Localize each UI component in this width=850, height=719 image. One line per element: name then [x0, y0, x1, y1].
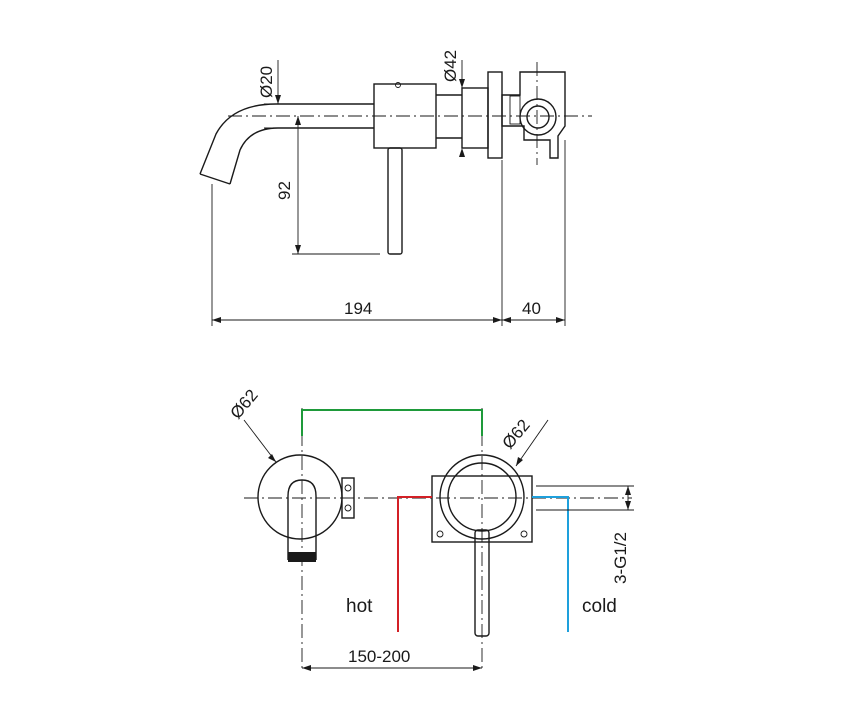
- valve-inner-ring: [526, 105, 550, 129]
- body-sleeve: [461, 87, 489, 149]
- dim-thread-arrow-bot: [625, 501, 631, 510]
- spout-plate-tab: [341, 477, 355, 519]
- dim-o62-left-leader: [243, 419, 277, 463]
- dim-o20-arrow: [275, 95, 281, 104]
- spout-plate-screw-top: [344, 484, 352, 492]
- dim-spout-height: 92: [275, 181, 294, 200]
- dim-wall-depth: 40: [522, 299, 541, 318]
- spout-outer-line: [199, 103, 374, 175]
- hot-label: hot: [346, 596, 373, 617]
- dim-o62-right-leader: [515, 419, 549, 467]
- valve-box-screw-left: [436, 530, 444, 538]
- wall-flange: [487, 71, 503, 159]
- dim-spacing-arrow-right: [473, 665, 482, 671]
- dim-194-arrow-left: [212, 317, 221, 323]
- in-wall-valve-box: [501, 71, 566, 159]
- spacing-bracket: [301, 409, 483, 436]
- lever-handle: [387, 147, 403, 255]
- spout-tip: [199, 173, 231, 185]
- front-view: Ø62 Ø62 hot cold 3-G1/2 150-200: [227, 386, 634, 672]
- dim-40-arrow-right: [556, 317, 565, 323]
- dim-thread: 3-G1/2: [611, 532, 630, 584]
- dim-40-arrow-left: [502, 317, 511, 323]
- valve-stem: [509, 95, 521, 125]
- dim-body-diameter: Ø42: [441, 50, 460, 82]
- dim-o42-arrow-bot: [459, 148, 465, 157]
- dim-left-plate: Ø62: [227, 386, 262, 423]
- cold-label: cold: [582, 596, 617, 617]
- hot-pipe: [397, 496, 432, 632]
- dim-pipe-diameter: Ø20: [257, 66, 276, 98]
- dim-194-arrow-right: [493, 317, 502, 323]
- dim-spacing-arrow-left: [302, 665, 311, 671]
- cold-pipe: [532, 496, 569, 632]
- dim-total-length: 194: [344, 299, 372, 318]
- body-screw: [395, 82, 401, 88]
- dim-o62-left-arrow: [268, 454, 276, 462]
- spout-inner-line: [229, 127, 374, 185]
- dim-92-arrow-top: [295, 116, 301, 125]
- dim-right-plate: Ø62: [499, 416, 534, 453]
- valve-outer-ring: [519, 98, 557, 136]
- dim-spacing: 150-200: [348, 647, 410, 666]
- tap-body: [373, 83, 437, 149]
- side-view: Ø20 Ø42 92 194 40: [199, 50, 592, 326]
- spout-plate-screw-bot: [344, 504, 352, 512]
- dim-thread-arrow-top: [625, 486, 631, 495]
- spout-plate: [257, 454, 343, 540]
- dim-o62-right-arrow: [516, 457, 523, 466]
- dim-o42-arrow-top: [459, 79, 465, 88]
- valve-box-screw-right: [520, 530, 528, 538]
- dim-92-arrow-bot: [295, 245, 301, 254]
- valve-plate-inner: [447, 462, 517, 532]
